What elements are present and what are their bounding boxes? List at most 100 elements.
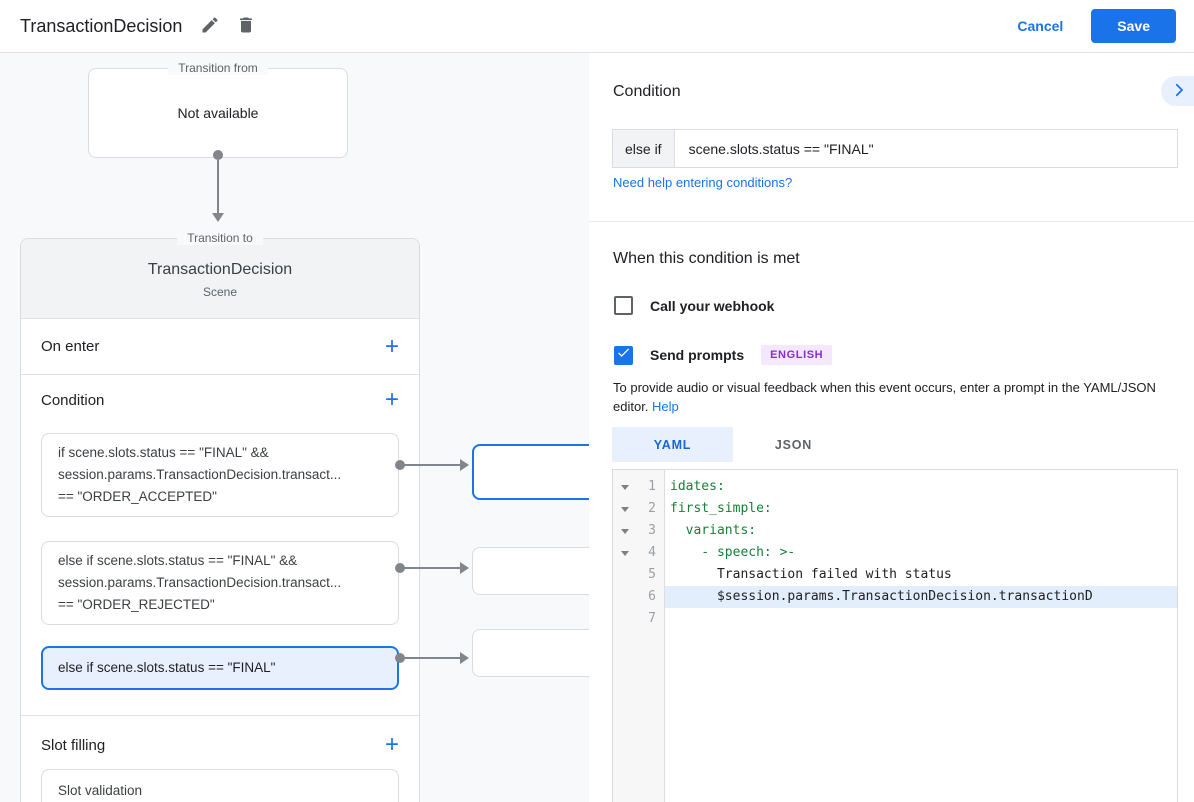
save-button[interactable]: Save <box>1091 9 1176 43</box>
transition-from-box: Transition from Not available <box>88 61 348 158</box>
connector-dot <box>395 460 405 470</box>
code-line: 2 first_simple: <box>613 498 1177 520</box>
fold-arrow-icon[interactable] <box>621 551 629 556</box>
condition-card-1[interactable]: if scene.slots.status == "FINAL" && sess… <box>41 433 399 517</box>
divider <box>589 221 1194 222</box>
condition-text: == "ORDER_ACCEPTED" <box>58 489 217 504</box>
transition-target-box-1[interactable] <box>472 444 589 500</box>
condition-expression-input[interactable]: scene.slots.status == "FINAL" <box>688 140 874 157</box>
add-on-enter-button[interactable]: + <box>379 334 405 359</box>
code-line: 1 idates: <box>613 476 1177 498</box>
top-bar: TransactionDecision Cancel Save <box>0 0 1194 53</box>
connector-line <box>404 657 460 659</box>
line-number: 5 <box>648 567 656 582</box>
tab-json[interactable]: JSON <box>733 427 854 462</box>
else-if-prefix: else if <box>613 130 675 167</box>
code-line: 7 <box>613 608 1177 630</box>
condition-heading: Condition <box>613 83 681 100</box>
condition-text: session.params.TransactionDecision.trans… <box>58 467 342 482</box>
scene-diagram: Transition from Not available Transition… <box>0 53 589 802</box>
scene-title: TransactionDecision <box>147 261 293 278</box>
fold-arrow-icon[interactable] <box>621 485 629 490</box>
code-text: first_simple: <box>670 501 772 516</box>
call-webhook-checkbox[interactable] <box>614 296 633 315</box>
chevron-right-icon <box>1170 81 1188 102</box>
code-text: variants: <box>670 523 757 538</box>
arrow-right-icon <box>460 652 469 664</box>
on-enter-label: On enter <box>41 338 100 355</box>
trash-icon <box>236 15 256 38</box>
line-number: 7 <box>648 611 656 626</box>
connector-line <box>217 160 219 213</box>
checkmark-icon <box>616 345 631 365</box>
collapse-panel-button[interactable] <box>1161 76 1194 106</box>
condition-text: if scene.slots.status == "FINAL" && <box>58 445 269 460</box>
condition-editor-panel: Condition else if scene.slots.status == … <box>589 53 1194 802</box>
condition-section: Condition + if scene.slots.status == "FI… <box>21 375 419 716</box>
add-slot-button[interactable]: + <box>379 733 405 757</box>
condition-text: == "ORDER_REJECTED" <box>58 597 215 612</box>
language-badge: ENGLISH <box>761 345 833 365</box>
webhook-row: Call your webhook <box>614 296 774 315</box>
edit-scene-button[interactable] <box>192 8 228 44</box>
code-text: $session.params.TransactionDecision.tran… <box>665 586 1177 608</box>
cancel-button[interactable]: Cancel <box>1017 18 1064 34</box>
help-link[interactable]: Help <box>652 399 679 414</box>
code-line: 3 variants: <box>613 520 1177 542</box>
slot-validation-card[interactable]: Slot validation <box>41 769 399 802</box>
condition-text: session.params.TransactionDecision.trans… <box>58 575 342 590</box>
code-line-active: 6 $session.params.TransactionDecision.tr… <box>613 586 1177 608</box>
condition-section-label: Condition <box>41 391 105 409</box>
code-text <box>665 608 1177 630</box>
condition-expression-row: else if scene.slots.status == "FINAL" <box>612 129 1178 168</box>
line-number: 6 <box>648 589 656 604</box>
fold-arrow-icon[interactable] <box>621 507 629 512</box>
slot-filling-label: Slot filling <box>41 736 106 754</box>
transition-from-content: Not available <box>177 105 259 121</box>
scene-subtitle: Scene <box>202 285 238 299</box>
when-condition-met-heading: When this condition is met <box>613 250 800 267</box>
arrow-down-icon <box>212 213 224 222</box>
delete-scene-button[interactable] <box>228 8 264 44</box>
arrow-right-icon <box>460 459 469 471</box>
code-text: idates: <box>670 479 725 494</box>
transition-to-label: Transition to <box>177 231 263 245</box>
line-number: 2 <box>648 501 656 516</box>
page-title: TransactionDecision <box>20 15 183 36</box>
prompt-description: To provide audio or visual feedback when… <box>613 378 1187 416</box>
code-line: 4 - speech: >- <box>613 542 1177 564</box>
yaml-code-editor[interactable]: 1 idates: 2 first_simple: 3 variants: 4 … <box>612 469 1178 802</box>
line-number: 3 <box>648 523 656 538</box>
transition-target-box-3[interactable] <box>472 629 589 677</box>
transition-target-box-2[interactable] <box>472 547 589 595</box>
transition-to-box: Transition to TransactionDecision Scene … <box>20 231 420 802</box>
pencil-icon <box>200 15 220 38</box>
condition-text: else if scene.slots.status == "FINAL" && <box>58 553 298 568</box>
fold-arrow-icon[interactable] <box>621 529 629 534</box>
editor-tabs: YAML JSON <box>612 427 854 462</box>
code-line: 5 Transaction failed with status <box>613 564 1177 586</box>
conditions-help-link[interactable]: Need help entering conditions? <box>613 175 793 190</box>
connector-dot <box>213 150 223 160</box>
arrow-right-icon <box>460 562 469 574</box>
line-number: 4 <box>648 545 656 560</box>
on-enter-section: On enter + <box>21 319 419 375</box>
connector-line <box>404 567 460 569</box>
condition-text: else if scene.slots.status == "FINAL" <box>58 660 276 675</box>
send-prompts-row: Send prompts ENGLISH <box>614 345 833 365</box>
send-prompts-checkbox[interactable] <box>614 345 633 365</box>
slot-filling-section: Slot filling + Slot validation <box>21 716 419 802</box>
connector-line <box>404 464 460 466</box>
call-webhook-label: Call your webhook <box>650 297 775 314</box>
condition-card-3-selected[interactable]: else if scene.slots.status == "FINAL" <box>41 646 399 690</box>
add-condition-button[interactable]: + <box>379 388 405 412</box>
tab-yaml[interactable]: YAML <box>612 427 733 462</box>
description-text: To provide audio or visual feedback when… <box>613 380 1156 414</box>
transition-from-label: Transition from <box>168 61 268 75</box>
connector-dot <box>395 653 405 663</box>
send-prompts-label: Send prompts <box>650 347 745 363</box>
code-text: - speech: >- <box>670 545 796 560</box>
line-number: 1 <box>648 479 656 494</box>
condition-card-2[interactable]: else if scene.slots.status == "FINAL" &&… <box>41 541 399 625</box>
scene-header: TransactionDecision Scene <box>21 239 419 319</box>
